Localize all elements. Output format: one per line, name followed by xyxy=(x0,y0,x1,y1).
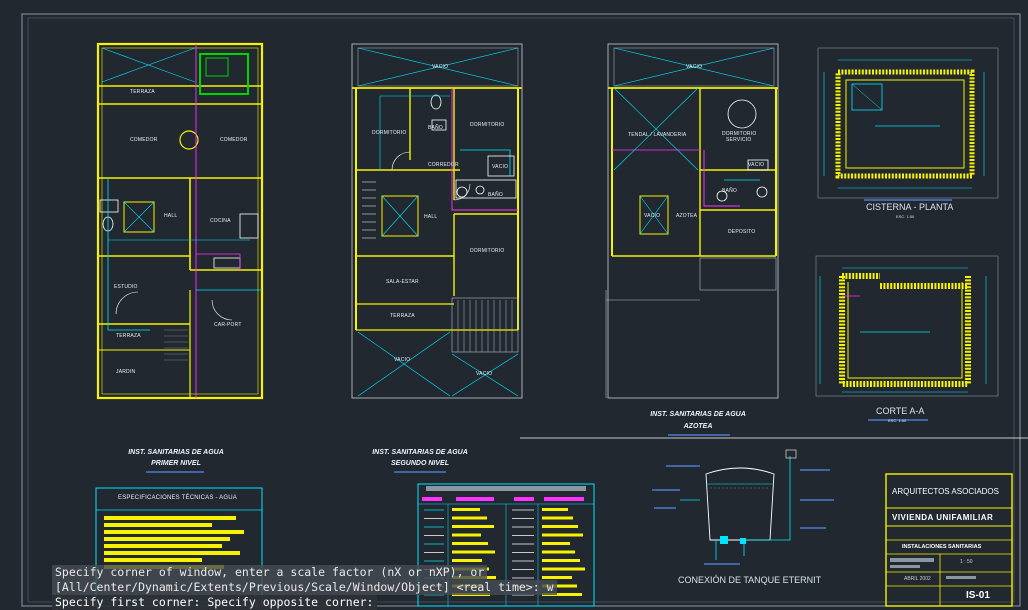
room-label: HALL xyxy=(164,213,178,219)
legend-text-bar xyxy=(542,525,578,528)
legend-text-bar xyxy=(542,516,573,520)
room-label: COMEDOR xyxy=(220,137,248,143)
room-label: CORREDOR xyxy=(428,162,459,168)
corte-scale: ESC. 1:50 xyxy=(888,418,907,423)
title-block-specialty: INSTALACIONES SANITARIAS xyxy=(902,544,982,550)
plan-title: INST. SANITARIAS DE AGUA xyxy=(128,449,224,456)
plan-title: INST. SANITARIAS DE AGUA xyxy=(372,449,468,456)
legend-text-bar xyxy=(452,542,488,545)
room-label: BAÑO xyxy=(722,188,737,194)
command-line-history-line: [All/Center/Dynamic/Extents/Previous/Sca… xyxy=(52,580,557,595)
room-label: VACIO xyxy=(686,64,703,70)
cisterna-caption: CISTERNA - PLANTA xyxy=(866,202,954,212)
room-label: BAÑO xyxy=(488,192,503,198)
legend-text-bar xyxy=(542,593,582,596)
tanque-eternit-detail xyxy=(652,449,834,565)
legend-text-bar xyxy=(542,542,570,545)
legend-text-bar xyxy=(542,550,575,554)
legend-text-bar xyxy=(452,559,482,562)
plan-azotea xyxy=(605,43,779,399)
room-label: VACIO xyxy=(644,213,661,219)
plan-primer-nivel xyxy=(96,42,264,400)
title-block-scale: 1 : 50 xyxy=(960,559,973,565)
room-label: ESTUDIO xyxy=(114,284,138,290)
title-block-project: VIVIENDA UNIFAMILIAR xyxy=(892,513,994,522)
legend-text-bar xyxy=(542,576,572,579)
cisterna-scale: ESC. 1:50 xyxy=(896,214,915,219)
room-label: JARDIN xyxy=(116,369,136,375)
room-label: VACIO xyxy=(476,371,493,377)
title-block-sheet: IS-01 xyxy=(966,590,990,601)
plan-subtitle: PRIMER NIVEL xyxy=(151,460,201,467)
legend-text-bar xyxy=(452,516,487,520)
room-label: TERRAZA xyxy=(116,333,141,339)
room-label: VACIO xyxy=(492,164,509,170)
command-line-history-line: Specify corner of window, enter a scale … xyxy=(52,565,488,580)
title-block-date: ABRIL 2002 xyxy=(904,576,931,582)
cisterna-planta-detail xyxy=(817,47,999,201)
legend-text-bar xyxy=(542,508,568,511)
especificaciones-title: ESPECIFICACIONES TÉCNICAS - AGUA xyxy=(118,495,237,501)
room-label: COCINA xyxy=(210,218,231,224)
room-label: DORMITORIO xyxy=(722,131,757,137)
legend-text-bar xyxy=(542,559,580,562)
room-label: TENDAL / LAVANDERIA xyxy=(628,132,687,138)
legend-text-bar xyxy=(452,550,495,554)
plan-subtitle: AZOTEA xyxy=(683,423,713,430)
legend-text-bar xyxy=(542,584,577,588)
room-label: DORMITORIO xyxy=(470,248,505,254)
room-label: DEPOSITO xyxy=(728,229,756,235)
legend-text-bar xyxy=(452,508,480,511)
room-label: VACIO xyxy=(394,357,411,363)
room-label: SERVICIO xyxy=(726,137,752,143)
title-block-company: ARQUITECTOS ASOCIADOS xyxy=(892,487,999,496)
room-label: BAÑO xyxy=(428,125,443,131)
plan-subtitle: SEGUNDO NIVEL xyxy=(391,460,449,467)
room-label: TERRAZA xyxy=(390,313,415,319)
legend-text-bar xyxy=(542,533,583,537)
legend-text-bar xyxy=(542,567,585,571)
room-label: AZOTEA xyxy=(676,213,698,219)
plan-segundo-nivel xyxy=(351,43,523,399)
room-label: VACIO xyxy=(432,64,449,70)
room-label: TERRAZA xyxy=(130,89,155,95)
room-label: SALA-ESTAR xyxy=(386,279,419,285)
corte-caption: CORTE A-A xyxy=(876,406,925,416)
tanque-caption: CONEXIÓN DE TANQUE ETERNIT xyxy=(678,575,822,585)
room-label: VACIO xyxy=(748,162,765,168)
legend-table xyxy=(417,483,595,607)
corte-aa-detail xyxy=(815,255,999,421)
legend-text-bar xyxy=(452,525,494,528)
room-label: HALL xyxy=(424,214,438,220)
command-line-history[interactable]: Specify corner of window, enter a scale … xyxy=(52,565,557,610)
room-label: DORMITORIO xyxy=(372,130,407,136)
title-block xyxy=(885,473,1013,607)
room-label: DORMITORIO xyxy=(470,122,505,128)
room-label: COMEDOR xyxy=(130,137,158,143)
room-label: CAR-PORT xyxy=(214,322,242,328)
legend-text-bar xyxy=(452,533,481,537)
command-line-prompt[interactable]: Specify first corner: Specify opposite c… xyxy=(52,595,377,610)
plan-title: INST. SANITARIAS DE AGUA xyxy=(650,411,746,418)
